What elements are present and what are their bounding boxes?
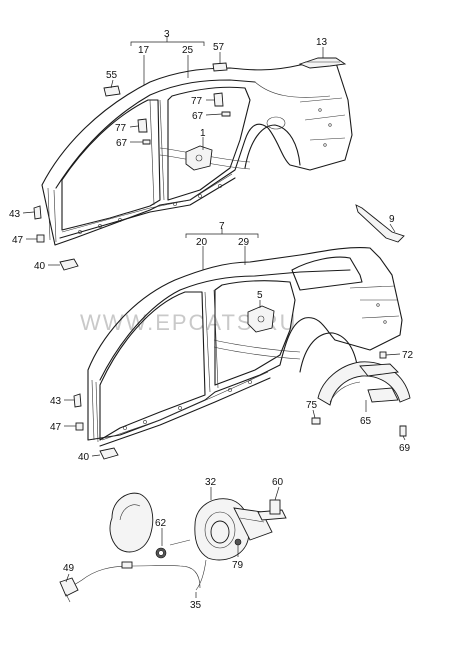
clip-72 bbox=[379, 351, 387, 359]
clip-47b bbox=[75, 422, 84, 431]
callout-32: 32 bbox=[205, 477, 217, 488]
callout-40b: 40 bbox=[78, 452, 90, 463]
callout-60: 60 bbox=[272, 477, 284, 488]
callout-77a: 77 bbox=[191, 96, 203, 107]
clip-55 bbox=[103, 85, 121, 97]
side-panel-upper bbox=[41, 59, 353, 246]
clip-43a bbox=[33, 205, 42, 220]
callout-9: 9 bbox=[389, 214, 395, 225]
clip-77a bbox=[213, 92, 224, 107]
callout-5: 5 bbox=[257, 290, 263, 301]
callout-62: 62 bbox=[155, 518, 167, 529]
callout-65: 65 bbox=[360, 416, 372, 427]
clip-47a bbox=[36, 234, 45, 243]
callout-35: 35 bbox=[190, 600, 202, 611]
callout-20: 20 bbox=[196, 237, 208, 248]
callout-13: 13 bbox=[316, 37, 328, 48]
callout-3: 3 bbox=[164, 29, 170, 40]
clip-43b bbox=[73, 393, 82, 408]
callout-49: 49 bbox=[63, 563, 75, 574]
callout-25: 25 bbox=[182, 45, 194, 56]
callout-79: 79 bbox=[232, 560, 244, 571]
screw-69 bbox=[399, 425, 407, 437]
fuel-flap-assembly bbox=[59, 492, 287, 603]
callout-7: 7 bbox=[219, 221, 225, 232]
callout-47a: 47 bbox=[12, 235, 24, 246]
callout-67a: 67 bbox=[192, 111, 204, 122]
callout-43b: 43 bbox=[50, 396, 62, 407]
leader-lines bbox=[22, 36, 406, 598]
side-panel-lower bbox=[87, 247, 403, 447]
bolt-67b bbox=[142, 139, 151, 145]
callout-67b: 67 bbox=[116, 138, 128, 149]
callout-17: 17 bbox=[138, 45, 150, 56]
strip-13 bbox=[298, 57, 347, 69]
screw-75 bbox=[311, 417, 321, 425]
callout-77b: 77 bbox=[115, 123, 127, 134]
callout-47b: 47 bbox=[50, 422, 62, 433]
callout-43a: 43 bbox=[9, 209, 21, 220]
grommet-40a bbox=[59, 258, 79, 271]
clip-57 bbox=[212, 62, 228, 72]
callout-57: 57 bbox=[213, 42, 225, 53]
strip-9 bbox=[355, 204, 405, 243]
callout-75: 75 bbox=[306, 400, 318, 411]
bolt-67a bbox=[221, 111, 231, 117]
callout-72: 72 bbox=[402, 350, 414, 361]
grommet-40b bbox=[99, 447, 119, 460]
callout-69: 69 bbox=[399, 443, 411, 454]
callout-1: 1 bbox=[200, 128, 206, 139]
callout-55: 55 bbox=[106, 70, 118, 81]
clip-77b bbox=[137, 118, 148, 133]
wheel-liner-65 bbox=[317, 361, 411, 406]
callout-40a: 40 bbox=[34, 261, 46, 272]
callout-29: 29 bbox=[238, 237, 250, 248]
